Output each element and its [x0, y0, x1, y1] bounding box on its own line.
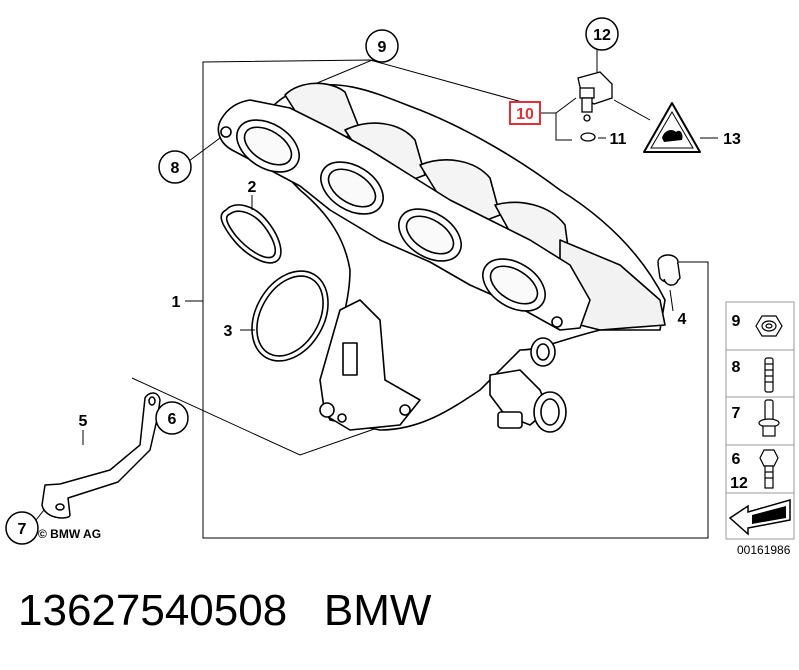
copyright-text: © BMW AG: [38, 527, 101, 541]
svg-text:6: 6: [168, 411, 177, 428]
svg-text:10: 10: [516, 106, 534, 123]
svg-text:12: 12: [593, 27, 611, 44]
svg-text:7: 7: [18, 521, 27, 538]
hex-bolt-icon: [759, 449, 779, 489]
gasket-ring-part-3: [251, 270, 329, 362]
part-number: 13627540508: [18, 586, 288, 635]
callout-12: 12: [585, 17, 619, 51]
callout-9: 9: [365, 29, 399, 63]
side-label-8: 8: [732, 359, 741, 376]
callout-8: 8: [158, 150, 192, 184]
part-number-line: 13627540508 BMW: [18, 586, 431, 636]
svg-text:9: 9: [378, 39, 387, 56]
label-2: 2: [248, 179, 257, 196]
stud-bolt-icon: [764, 357, 774, 393]
diagram-frame: [202, 59, 709, 539]
document-number: 00161986: [737, 543, 791, 557]
cap-part-4: [657, 254, 681, 286]
side-label-12: 12: [730, 475, 748, 492]
callout-7: 7: [5, 511, 39, 545]
label-3: 3: [224, 323, 233, 340]
brand-name: BMW: [323, 586, 432, 635]
label-13: 13: [723, 131, 741, 148]
intake-port-1: [236, 119, 300, 173]
intake-port-4: [482, 258, 546, 312]
highlighted-label-10: 10: [509, 101, 541, 125]
sensor-part-10: [577, 71, 613, 142]
callout-6: 6: [155, 401, 189, 435]
side-label-7: 7: [732, 405, 741, 422]
flange-bolt-icon: [758, 399, 780, 437]
intake-port-3: [398, 208, 462, 262]
side-label-6: 6: [732, 451, 741, 468]
arrow-icon: [728, 499, 791, 536]
bracket-part-5: [41, 392, 161, 519]
label-11: 11: [610, 131, 627, 148]
label-5: 5: [79, 413, 88, 430]
label-4: 4: [678, 311, 687, 328]
warning-triangle-part-13: [643, 102, 701, 153]
outlet-pipe: [489, 337, 567, 433]
side-panel: [725, 301, 795, 540]
nut-icon: [755, 315, 783, 337]
label-1: 1: [172, 294, 181, 311]
svg-text:8: 8: [171, 160, 180, 177]
manifold-flange: [217, 99, 591, 331]
side-label-9: 9: [732, 313, 741, 330]
gasket-part-2: [220, 204, 282, 264]
intake-port-2: [320, 161, 384, 215]
